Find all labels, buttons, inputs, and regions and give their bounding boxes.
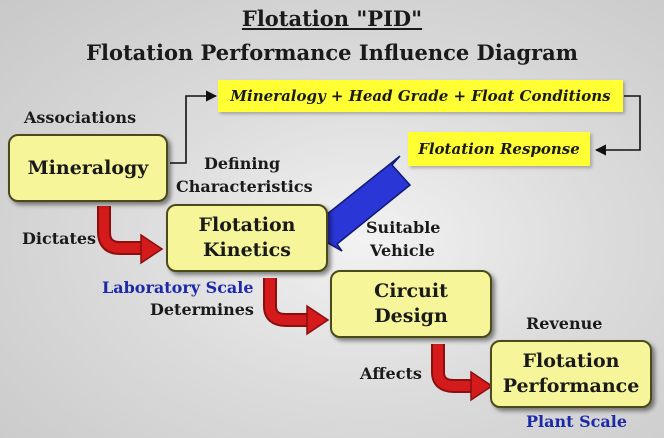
label-affects: Affects <box>360 364 422 383</box>
performance-line1: Flotation <box>522 350 620 373</box>
equation-text: Mineralogy + Head Grade + Float Conditio… <box>230 87 611 105</box>
label-vehicle: Vehicle <box>370 241 435 260</box>
mineralogy-label: Mineralogy <box>27 156 149 179</box>
circuit-design-box: Circuit Design <box>330 270 492 338</box>
red-arrow-dictates <box>97 206 164 265</box>
page-title: Flotation "PID" <box>241 6 423 31</box>
label-associations: Associations <box>24 108 137 127</box>
flotation-response-box: Flotation Response <box>408 132 590 166</box>
page-subtitle: Flotation Performance Influence Diagram <box>86 40 578 65</box>
circuit-line1: Circuit <box>374 280 448 303</box>
label-revenue: Revenue <box>526 314 603 333</box>
equation-box: Mineralogy + Head Grade + Float Conditio… <box>218 80 623 112</box>
equation-to-response-connector <box>594 95 641 156</box>
flotation-kinetics-box: Flotation Kinetics <box>166 204 328 272</box>
label-determines: Determines <box>150 300 254 319</box>
mineralogy-to-equation-connector <box>170 90 218 164</box>
red-arrow-determines <box>263 278 330 336</box>
label-defining: Defining <box>204 154 281 173</box>
flotation-response-text: Flotation Response <box>418 140 580 158</box>
mineralogy-box: Mineralogy <box>8 134 168 202</box>
label-dictates: Dictates <box>22 229 97 248</box>
kinetics-line1: Flotation <box>198 214 296 237</box>
label-characteristics: Characteristics <box>176 177 313 196</box>
red-arrow-affects <box>431 344 494 402</box>
flotation-performance-box: Flotation Performance <box>490 340 652 408</box>
label-plant-scale: Plant Scale <box>526 412 627 431</box>
kinetics-line2: Kinetics <box>203 239 291 261</box>
circuit-line2: Design <box>374 305 448 327</box>
performance-line2: Performance <box>502 375 640 397</box>
label-laboratory-scale: Laboratory Scale <box>102 278 254 297</box>
label-suitable: Suitable <box>366 218 441 237</box>
